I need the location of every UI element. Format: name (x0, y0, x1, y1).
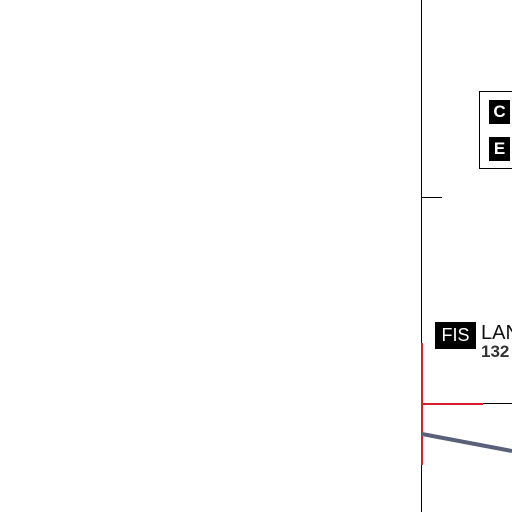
route-line (421, 432, 512, 453)
fis-frequency-label: 132 (481, 342, 510, 361)
boundary-tick (422, 197, 442, 198)
fis-name-label: LAN (481, 322, 512, 344)
legend-box: C E (479, 91, 512, 169)
boundary-line-vertical (421, 0, 422, 512)
legend-item-e: E (489, 137, 510, 161)
fis-badge: FIS (435, 322, 476, 349)
legend-item-c: C (489, 100, 510, 124)
